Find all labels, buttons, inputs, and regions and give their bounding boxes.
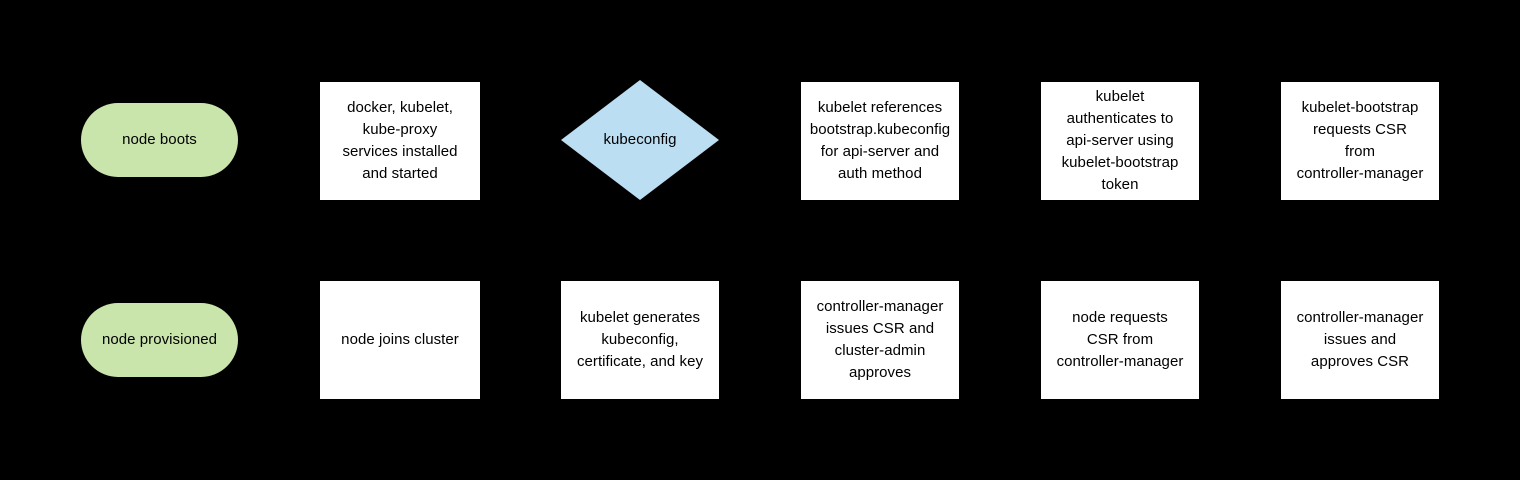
flow-node-kubelet-bootstrap-requests-csr[interactable]: kubelet-bootstrap requests CSR from cont… (1281, 82, 1439, 200)
flow-node-label-node-requests-csr: node requests CSR from controller-manage… (1056, 309, 1184, 370)
flow-node-kubeconfig[interactable]: kubeconfig (561, 80, 719, 200)
flow-node-label-controller-manager-issues-approves: controller-manager issues and approves C… (1296, 309, 1424, 370)
flow-node-label-kubelet-references-bootstrap: kubelet references bootstrap.kubeconfig … (809, 99, 951, 182)
flow-node-label-controller-manager-issues-csr: controller-manager issues CSR and cluste… (816, 298, 944, 381)
flow-node-label-kubelet-generates-kubeconfig: kubelet generates kubeconfig, certificat… (576, 309, 704, 370)
flow-node-kubelet-authenticates[interactable]: kubelet authenticates to api-server usin… (1041, 82, 1199, 200)
flow-node-node-boots[interactable]: node boots (81, 103, 238, 177)
flow-node-controller-manager-issues-csr[interactable]: controller-manager issues CSR and cluste… (801, 281, 959, 399)
flow-node-node-provisioned[interactable]: node provisioned (81, 303, 238, 377)
flow-node-label-node-provisioned: node provisioned (101, 331, 218, 348)
flow-node-label-kubelet-bootstrap-requests-csr: kubelet-bootstrap requests CSR from cont… (1296, 99, 1424, 182)
flow-node-label-kubeconfig: kubeconfig (603, 131, 677, 148)
flow-node-node-joins-cluster[interactable]: node joins cluster (320, 281, 480, 399)
flow-node-services-installed[interactable]: docker, kubelet, kube-proxy services ins… (320, 82, 480, 200)
flow-node-label-kubelet-authenticates: kubelet authenticates to api-server usin… (1061, 88, 1179, 193)
flow-node-label-node-boots: node boots (122, 131, 197, 148)
flow-node-node-requests-csr[interactable]: node requests CSR from controller-manage… (1041, 281, 1199, 399)
decision-diamond-shape (561, 80, 719, 200)
flow-node-kubelet-generates-kubeconfig[interactable]: kubelet generates kubeconfig, certificat… (561, 281, 719, 399)
flow-node-controller-manager-issues-approves[interactable]: controller-manager issues and approves C… (1281, 281, 1439, 399)
flow-node-kubelet-references-bootstrap[interactable]: kubelet references bootstrap.kubeconfig … (801, 82, 959, 200)
flow-node-label-services-installed: docker, kubelet, kube-proxy services ins… (342, 99, 458, 182)
flow-node-label-node-joins-cluster: node joins cluster (341, 331, 459, 348)
